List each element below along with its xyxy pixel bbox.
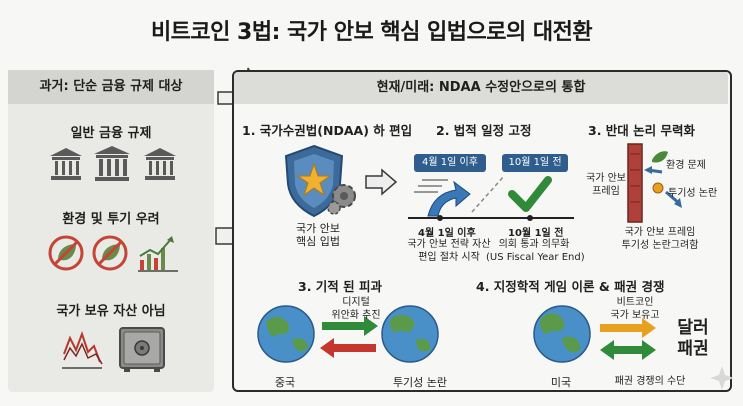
bank-icon [50, 146, 176, 181]
section5-title: 4. 지정학적 게임 이론 & 패권 경쟁 [476, 279, 665, 294]
past-header: 과거: 단순 금융 규제 대상 [8, 70, 214, 104]
item-general-regulation-label: 일반 금융 규제 [70, 126, 152, 141]
item-environment-label: 환경 및 투기 우려 [62, 212, 160, 227]
timeline-tag-october: 10월 1일 전 [502, 154, 568, 172]
dollar-hegemony-label: 달러 패권 [677, 318, 709, 359]
issue-environment-label: 환경 문제 [666, 160, 706, 171]
sparkle-icon [710, 366, 734, 390]
china-label: 중국 [274, 376, 296, 389]
past-panel [8, 70, 214, 392]
shield-gear-icon [284, 144, 398, 218]
section3-caption: 국가 안보 프레임 투기성 논란그려함 [621, 227, 699, 251]
us-label: 미국 [550, 376, 572, 389]
timeline-tag-april: 4월 1일 이후 [414, 154, 486, 172]
safe-icon [62, 327, 165, 372]
timeline-desc-april: 국가 안보 전략 자산 편입 절차 시작 [407, 239, 491, 263]
hegemony-tool-label: 패권 경쟁의 수단 [614, 376, 686, 387]
present-panel [232, 70, 732, 392]
section1-caption: 국가 안보 핵심 입법 [296, 222, 340, 248]
item-not-state-asset-label: 국가 보유 자산 아님 [56, 304, 166, 319]
present-header: 현재/미래: NDAA 수정안으로의 통합 [234, 72, 728, 104]
timeline-desc-october: 의회 통과 의무화 (US Fiscal Year End) [486, 239, 585, 263]
timeline-date-october: 10월 1일 전 [508, 228, 564, 239]
section4-title: 3. 기적 된 피과 [298, 279, 383, 294]
digital-yuan-label: 디지털 위안화 추진 [331, 297, 381, 321]
section1-title: 1. 국가수권법(NDAA) 하 편입 [242, 123, 413, 138]
section4-right-label: 투기성 논란 [392, 376, 448, 389]
deflect-shield-icon [627, 143, 682, 223]
page-title: 비트코인 3법: 국가 안보 핵심 입법으로의 대전환 [150, 20, 593, 45]
section3-title: 3. 반대 논리 무력화 [588, 123, 696, 138]
frame-label: 국가 안보 프레임 [586, 173, 626, 197]
bitcoin-reserve-label: 비트코인 국가 보유고 [610, 297, 660, 321]
timeline-date-april: 4월 1일 이후 [418, 228, 476, 239]
china-globe-graphic [257, 305, 439, 363]
us-globe-graphic [533, 305, 656, 363]
issue-speculation-label: 투기성 논란 [668, 188, 718, 199]
section2-title: 2. 법적 일정 고정 [436, 123, 532, 138]
timeline-graphic [408, 175, 574, 221]
prohibited-leaf-icon [48, 235, 178, 272]
